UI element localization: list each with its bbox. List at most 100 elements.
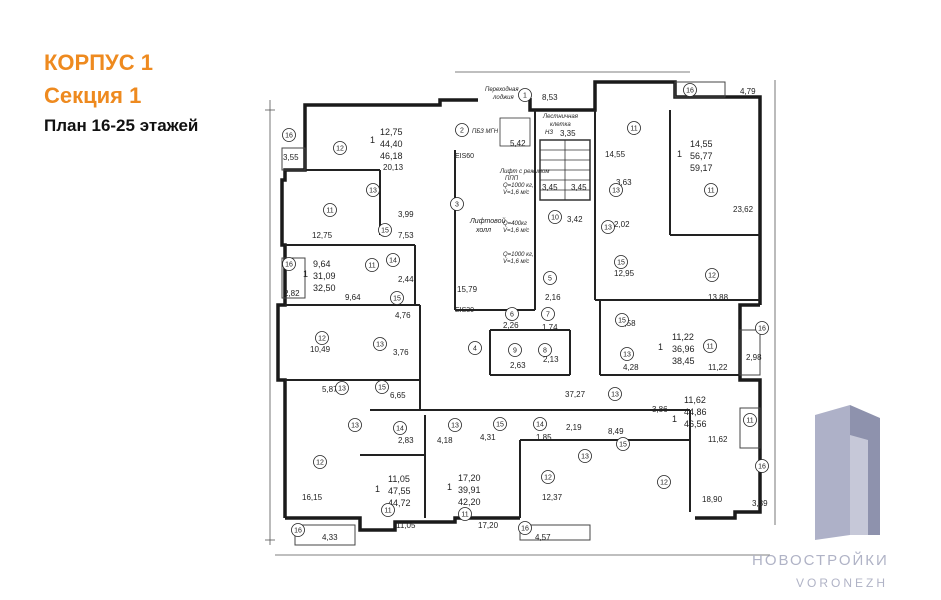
- room-number-circle: [683, 83, 697, 97]
- room-number: 15: [619, 442, 627, 449]
- room-number-circle: [541, 470, 555, 484]
- room-number: 1: [523, 93, 527, 100]
- room-number-circle: [315, 331, 329, 345]
- apt-area-with-balcony: 42,20: [458, 497, 481, 507]
- apt-living-area: 11,05: [388, 474, 410, 484]
- room-number: 14: [536, 422, 544, 429]
- apt-rooms: 1: [447, 482, 452, 492]
- area-labels: 8,53 5,42 3,35 3,55 20,13 3,99 7,53 12,7…: [283, 87, 768, 542]
- room-number-circle: [518, 88, 532, 102]
- area-label: 12,95: [614, 269, 635, 278]
- room-number: 15: [617, 260, 625, 267]
- room-number: 11: [706, 344, 713, 351]
- room-number: 13: [611, 392, 619, 399]
- room-number-circle: [365, 258, 379, 272]
- note-transition-loggia: лоджия: [492, 95, 515, 101]
- area-label: 4,18: [437, 436, 453, 445]
- room-number: 13: [351, 423, 359, 430]
- room-number: 3: [455, 202, 459, 209]
- area-label: 1,85: [536, 433, 552, 442]
- room-number: 13: [604, 225, 612, 232]
- room-number-circle: [538, 343, 552, 357]
- apartment-card: 1 14,55 56,77 59,17: [677, 139, 713, 173]
- note-lift: V=1,6 м/с: [503, 190, 529, 196]
- area-label: 3,86: [652, 405, 668, 414]
- room-number-circle: [533, 417, 547, 431]
- room-number: 11: [384, 508, 391, 515]
- room-number: 11: [630, 126, 637, 133]
- area-label: 11,05: [396, 521, 416, 530]
- room-number: 7: [546, 312, 550, 319]
- room-number-circle: [615, 313, 629, 327]
- room-number-circle: [450, 197, 464, 211]
- area-label: 8,53: [542, 93, 558, 102]
- apartment-card: 1 11,22 36,96 38,45: [658, 332, 695, 366]
- room-number-circle: [366, 183, 380, 197]
- room-number-circle: [448, 418, 462, 432]
- room-number-circle: [386, 253, 400, 267]
- area-label: 15,79: [457, 285, 478, 294]
- apt-rooms: 1: [375, 484, 380, 494]
- dimension-lines: [265, 71, 776, 556]
- area-label: 3,42: [567, 215, 583, 224]
- area-label: 23,62: [733, 205, 754, 214]
- area-label: 4,33: [322, 533, 338, 542]
- apt-total-area: 39,91: [458, 485, 481, 495]
- room-number: 2: [460, 128, 464, 135]
- room-number-circle: [493, 417, 507, 431]
- room-number-circle: [616, 437, 630, 451]
- apt-living-area: 11,62: [684, 395, 706, 405]
- room-number: 13: [338, 386, 346, 393]
- room-number-circle: [755, 459, 769, 473]
- room-number-circle: [348, 418, 362, 432]
- apt-living-area: 17,20: [458, 473, 481, 483]
- room-number-circle: [548, 210, 562, 224]
- area-label: 2,44: [398, 275, 414, 284]
- apt-living-area: 9,64: [313, 259, 331, 269]
- section-title: Секция 1: [44, 83, 142, 108]
- room-number: 11: [707, 188, 714, 195]
- area-label: 1,74: [542, 323, 558, 332]
- room-number-circle: [508, 343, 522, 357]
- area-label: 20,13: [383, 163, 404, 172]
- room-number: 11: [461, 512, 468, 519]
- room-number-circle: [543, 271, 557, 285]
- apt-area-with-balcony: 38,45: [672, 356, 695, 366]
- room-number: 12: [544, 475, 552, 482]
- area-label: 7,58: [620, 319, 636, 328]
- room-number: 13: [369, 188, 377, 195]
- room-number-circle: [282, 257, 296, 271]
- room-number-circle: [381, 503, 395, 517]
- room-number-circle: [541, 307, 555, 321]
- area-label: 2,16: [545, 293, 561, 302]
- area-label: 3,45: [571, 183, 587, 192]
- room-number: 11: [326, 208, 333, 215]
- logo-building-icon: [815, 405, 880, 540]
- room-number: 12: [708, 273, 716, 280]
- room-number: 15: [496, 422, 504, 429]
- area-label: 2,83: [398, 436, 414, 445]
- area-label: 18,90: [702, 495, 723, 504]
- room-number: 8: [543, 348, 547, 355]
- note-ei30: EIS30: [455, 307, 474, 314]
- room-number: 13: [612, 188, 620, 195]
- apt-rooms: 1: [672, 414, 677, 424]
- apt-rooms: 1: [677, 149, 682, 159]
- room-number: 15: [378, 385, 386, 392]
- room-number-circle: [601, 220, 615, 234]
- note-lift-hall: холл: [475, 227, 491, 234]
- room-number: 12: [660, 480, 668, 487]
- room-number-circle: [282, 128, 296, 142]
- room-number: 13: [581, 454, 589, 461]
- room-number: 16: [294, 528, 302, 535]
- room-number: 11: [746, 418, 753, 425]
- apt-total-area: 44,40: [380, 139, 403, 149]
- area-label: 2,26: [503, 321, 519, 330]
- room-number-circle: [703, 339, 717, 353]
- area-label: 3,45: [542, 183, 558, 192]
- apt-area-with-balcony: 59,17: [690, 163, 713, 173]
- apt-total-area: 47,55: [388, 486, 411, 496]
- room-number-circle: [743, 413, 757, 427]
- room-number-circle: [614, 255, 628, 269]
